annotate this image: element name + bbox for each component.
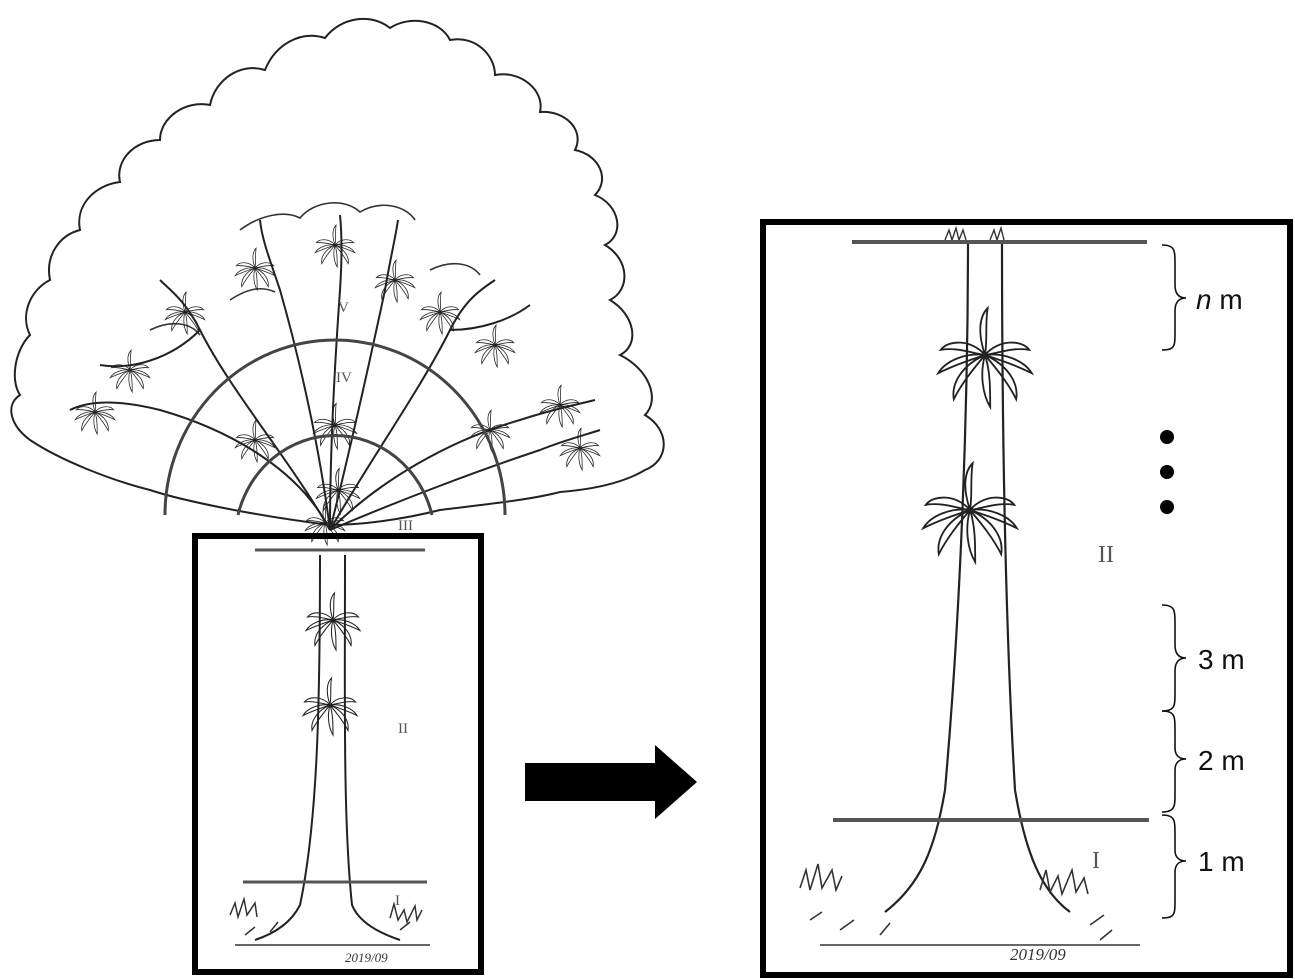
left-zone-label-iv: IV: [336, 370, 352, 386]
left-zone-label-i: I: [395, 893, 400, 909]
brace-1-m: [1162, 815, 1186, 918]
right-zone-label-i: I: [1092, 848, 1100, 874]
ellipsis-dot: [1160, 430, 1174, 444]
zone-arc-inner: [238, 436, 432, 515]
measure-label-2: 2 m: [1198, 745, 1245, 776]
right-arrow-icon: [525, 745, 697, 819]
right-zoom-illustration: 2019/09 II I n m 3 m 2 m 1 m: [763, 222, 1290, 975]
brace-3-m: [1162, 605, 1186, 711]
left-selection-box: [195, 536, 481, 972]
measure-label-3: 3 m: [1198, 644, 1245, 675]
measure-label-n: n m: [1196, 284, 1243, 315]
measure-label-1: 1 m: [1198, 846, 1245, 877]
left-signature: 2019/09: [345, 950, 388, 965]
brace-n-m: [1162, 245, 1186, 350]
ellipsis-dot: [1160, 465, 1174, 479]
right-ground: [800, 864, 1140, 945]
ellipsis-dot: [1160, 500, 1174, 514]
left-zone-label-v: V: [338, 300, 349, 316]
ellipsis-dots: [1160, 430, 1174, 514]
right-signature: 2019/09: [1010, 945, 1066, 964]
left-zone-label-iii: III: [398, 518, 413, 534]
brace-2-m: [1162, 711, 1186, 812]
right-trunk: [885, 240, 1070, 912]
left-zone-label-ii: II: [398, 721, 408, 737]
right-zone-label-ii: II: [1098, 542, 1114, 568]
left-tree-illustration: 2019/09 V IV III II I: [11, 19, 663, 972]
